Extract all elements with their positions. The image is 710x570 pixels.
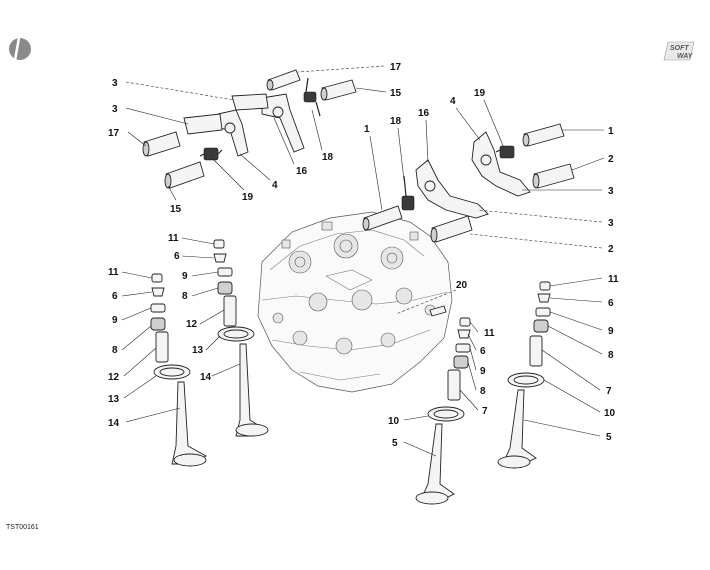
callout-16-left: 16: [296, 166, 308, 177]
callout-15-left: 15: [170, 204, 182, 215]
rocker-arm-center-right: [415, 159, 489, 219]
callout-9-outer-left: 9: [112, 315, 118, 326]
softway-logo-line2: WAY: [677, 53, 694, 60]
callout-17-top: 17: [390, 62, 402, 73]
softway-logo-line1: SOFT: [670, 45, 689, 52]
callout-8-inner-left: 8: [182, 291, 188, 302]
callout-9-outer-right: 9: [608, 326, 614, 337]
cylinder-head: [257, 211, 453, 393]
left-valve-stack-outer: [150, 273, 207, 467]
callout-9-inner-left: 9: [182, 271, 188, 282]
callout-14-outer-left: 14: [108, 418, 120, 429]
spring-18a: [303, 77, 321, 117]
rocker-shaft-15b: [164, 161, 205, 189]
leader-lines: [121, 65, 605, 457]
callout-3-upper-left: 3: [112, 104, 118, 115]
callout-18-left: 18: [322, 152, 334, 163]
callout-11-center-right: 11: [484, 328, 495, 339]
brand-logo-icon: [9, 37, 31, 61]
callout-17-left: 17: [108, 128, 120, 139]
callout-19-left: 19: [242, 192, 254, 203]
callout-6-center-right: 6: [480, 346, 486, 357]
rocker-arm-mid-left: [183, 109, 249, 157]
callout-15-top: 15: [390, 88, 402, 99]
rocker-shaft-2a: [532, 163, 575, 189]
rocker-shaft-1b: [522, 123, 565, 147]
callout-6-inner-left: 6: [174, 251, 180, 262]
callout-13-inner-left: 13: [192, 345, 204, 356]
callout-labels: 3 3 17 15 19 4 16 18 17 15 1 18 16 4 19 …: [108, 62, 619, 449]
spring-18b: [401, 175, 415, 211]
callout-5-outer-right: 5: [606, 432, 612, 443]
callout-19-right: 19: [474, 88, 486, 99]
rocker-shaft-15a: [320, 79, 357, 101]
callout-8-center-right: 8: [480, 386, 486, 397]
drawing-code: TST00161: [6, 524, 39, 531]
callout-13-outer-left: 13: [108, 394, 120, 405]
callout-3-right-upper: 3: [608, 186, 614, 197]
left-valve-stack-inner: [213, 239, 269, 437]
callout-7-center-right: 7: [482, 406, 488, 417]
callout-4-right: 4: [450, 96, 456, 107]
callout-4-left: 4: [272, 180, 278, 191]
callout-10-center-right: 10: [388, 416, 400, 427]
softway-logo: SOFT WAY: [663, 41, 695, 61]
callout-6-outer-left: 6: [112, 291, 118, 302]
rocker-arm-upper-left: [231, 93, 305, 153]
spring-19b: [495, 145, 515, 159]
callout-9-center-right: 9: [480, 366, 486, 377]
pin-20: [429, 305, 447, 317]
callout-12-outer-left: 12: [108, 372, 120, 383]
callout-1-center: 1: [364, 124, 370, 135]
callout-8-outer-left: 8: [112, 345, 118, 356]
callout-10-outer-right: 10: [604, 408, 616, 419]
callout-12-inner-left: 12: [186, 319, 198, 330]
callout-5-center-right: 5: [392, 438, 398, 449]
callout-18-center: 18: [390, 116, 402, 127]
rocker-shaft-2b: [430, 215, 473, 243]
callout-8-outer-right: 8: [608, 350, 614, 361]
right-valve-stack-outer: [497, 281, 551, 469]
callout-20: 20: [456, 280, 468, 291]
callout-3-right-lower: 3: [608, 218, 614, 229]
spring-19a: [199, 147, 223, 161]
callout-6-outer-right: 6: [608, 298, 614, 309]
callout-2-right-lower: 2: [608, 244, 614, 255]
callout-2-right-upper: 2: [608, 154, 614, 165]
callout-3-top: 3: [112, 78, 118, 89]
callout-14-inner-left: 14: [200, 372, 212, 383]
callout-11-inner-left: 11: [168, 233, 179, 244]
rocker-shaft-1a: [362, 205, 403, 231]
rocker-shaft-17a: [266, 69, 301, 91]
callout-16-center: 16: [418, 108, 430, 119]
callout-11-outer-left: 11: [108, 267, 119, 278]
right-valve-stack-center: [415, 317, 471, 505]
callout-7-outer-right: 7: [606, 386, 612, 397]
rocker-shaft-17b: [142, 131, 181, 157]
callout-1-right: 1: [608, 126, 614, 137]
callout-11-outer-right: 11: [608, 274, 619, 285]
rocker-arm-right-upper: [471, 131, 531, 197]
